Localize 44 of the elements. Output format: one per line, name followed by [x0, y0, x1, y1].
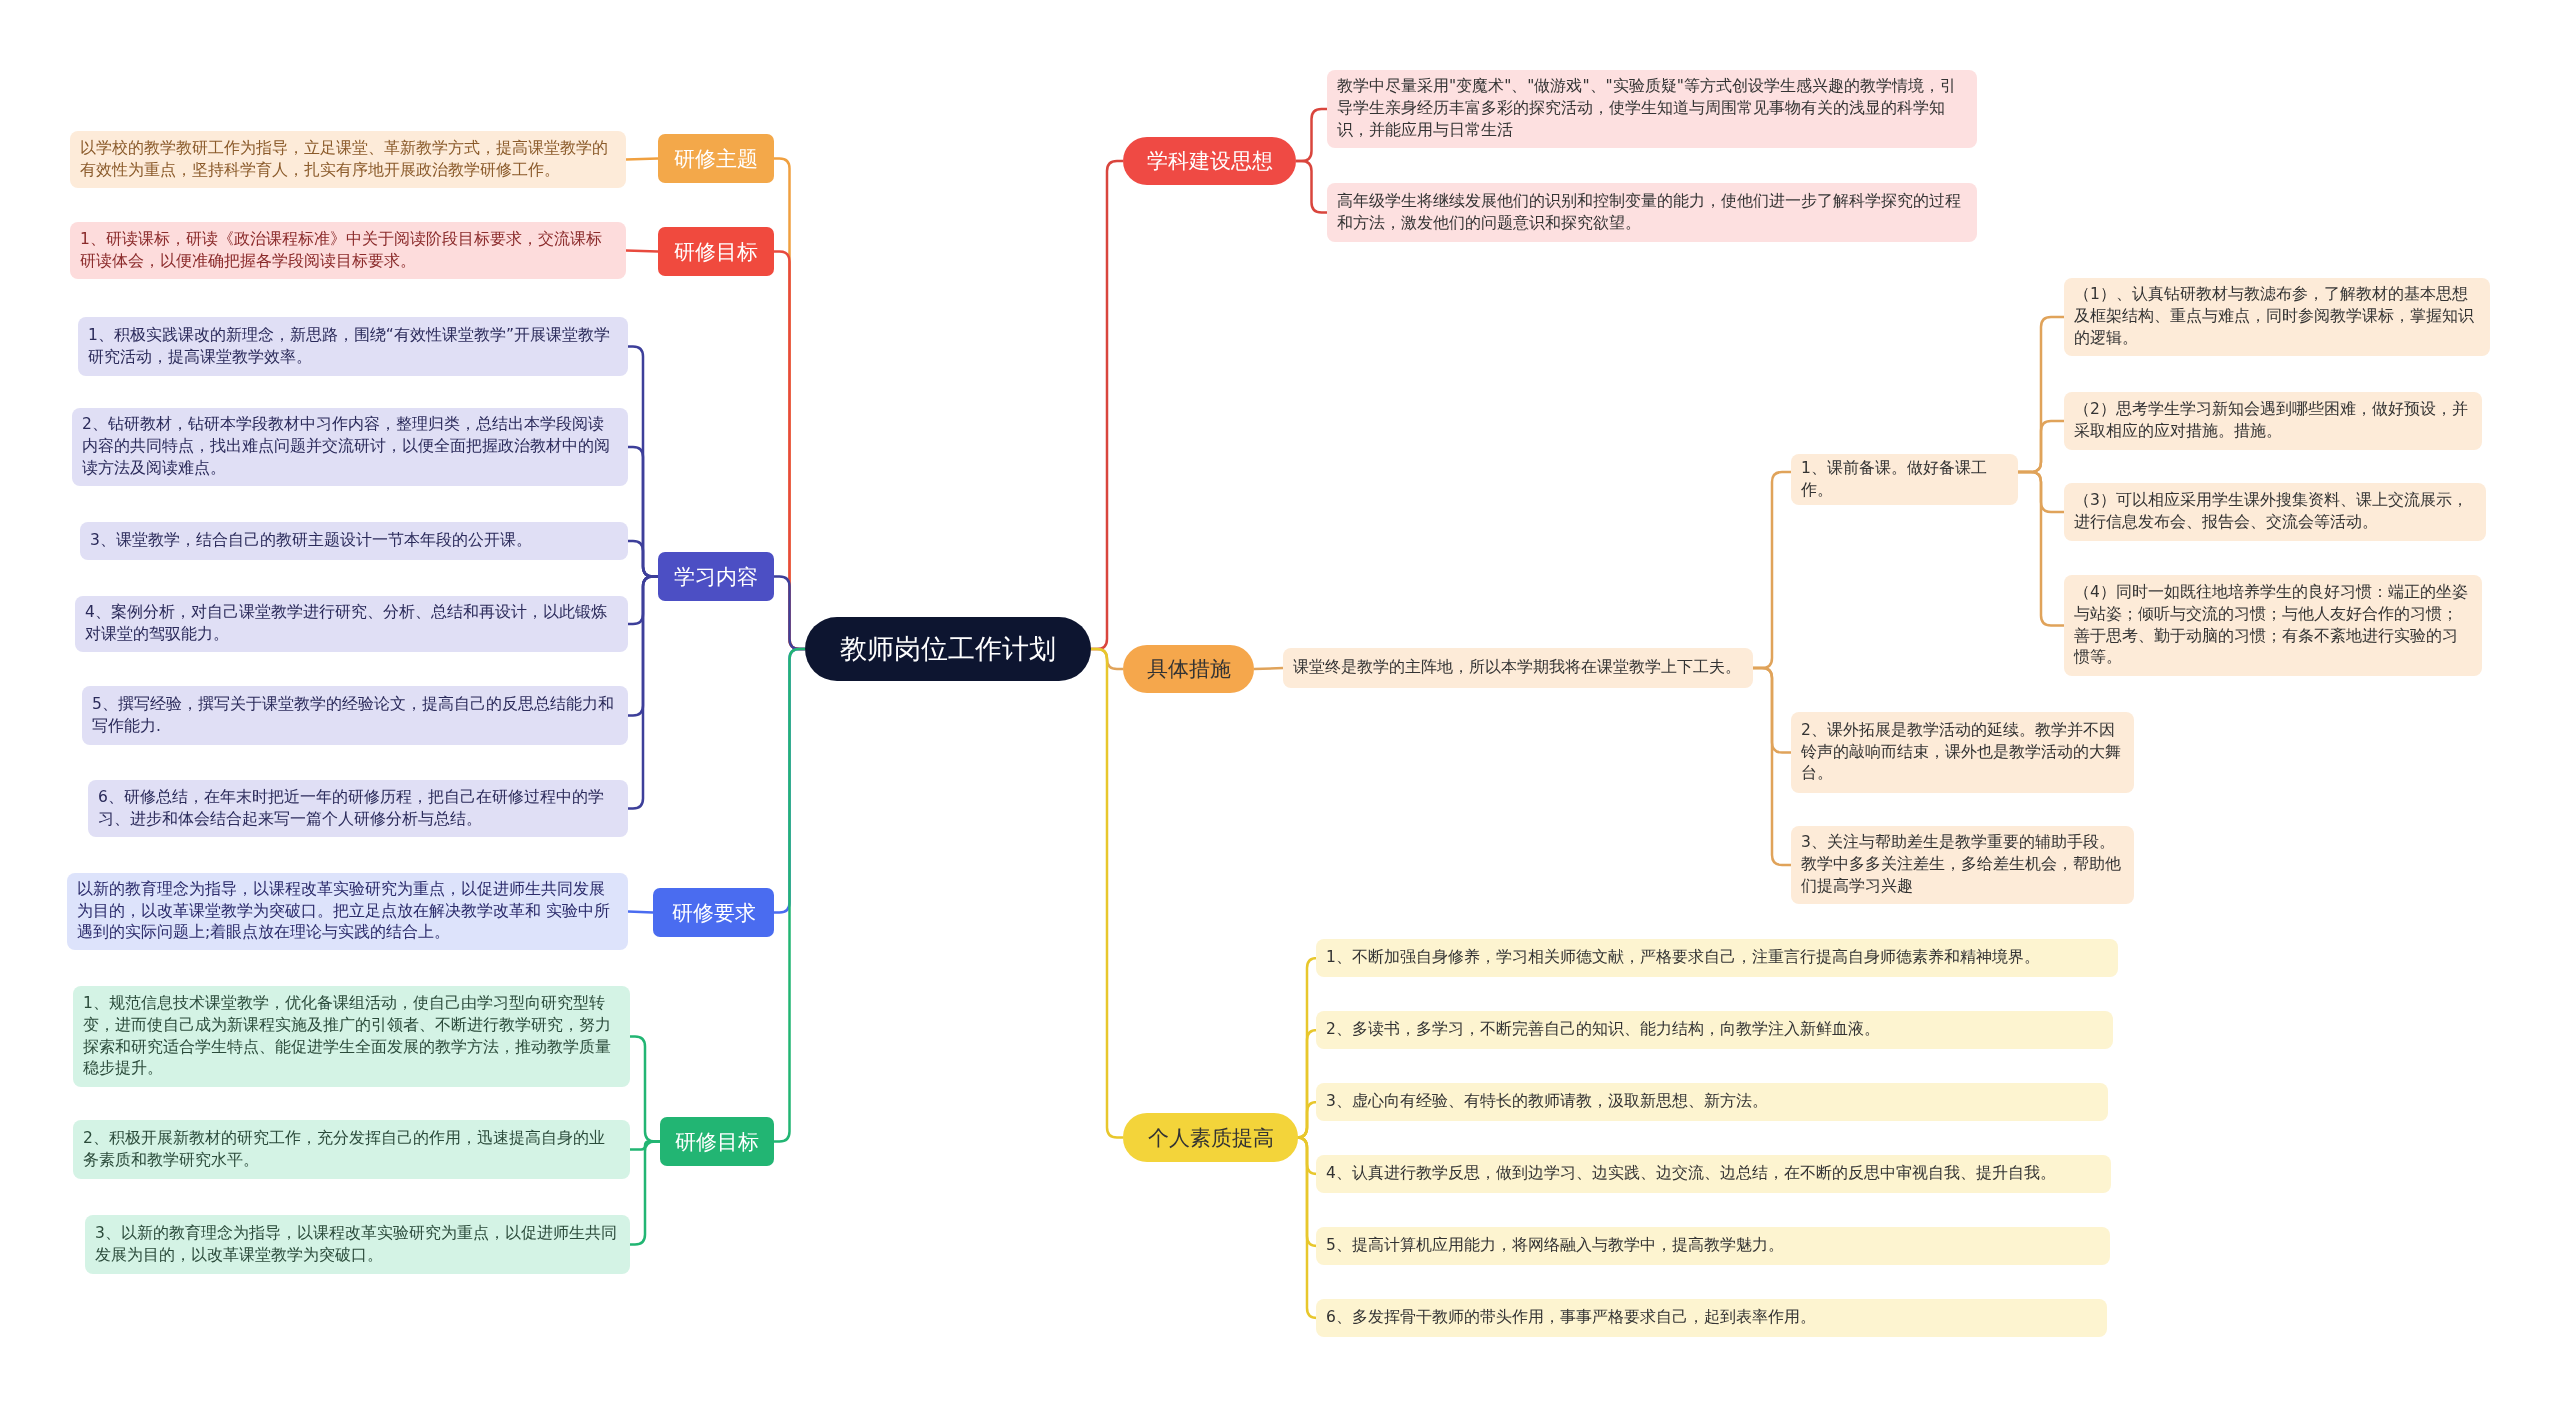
- text-card: 6、多发挥骨干教师的带头作用，事事严格要求自己，起到表率作用。: [1316, 1299, 2107, 1337]
- text-card: 3、关注与帮助差生是教学重要的辅助手段。教学中多多关注差生，多给差生机会，帮助他们提高学习兴趣: [1791, 826, 2134, 904]
- text-card: 以新的教育理念为指导，以课程改革实验研究为重点，以促进师生共同发展为目的，以改革课堂教学为突破口。把立足点放在解决教学改革和 实验中所遇到的实际问题上;着眼点放在理论与实践的结合上。: [67, 873, 628, 950]
- text-card: 课堂终是教学的主阵地，所以本学期我将在课堂教学上下工夫。: [1283, 648, 1753, 688]
- connector-line: [627, 910, 654, 914]
- text-card: （4）同时一如既往地培养学生的良好习惯：端正的坐姿与站姿；倾听与交流的习惯；与他人友好合作的习惯；善于思考、勤于动脑的习惯；有条不紊地进行实验的习惯等。: [2064, 575, 2482, 676]
- branch-topic: 个人素质提高: [1123, 1113, 1298, 1162]
- connector-line: [1091, 647, 1123, 1139]
- branch-topic: 学科建设思想: [1123, 137, 1296, 185]
- text-card: 1、不断加强自身修养，学习相关师德文献，严格要求自己，注重言行提高自身师德素养和精神境界。: [1316, 939, 2118, 977]
- text-card: 5、提高计算机应用能力，将网络融入与教学中，提高教学魅力。: [1316, 1227, 2110, 1265]
- text-card: （1）、认真钻研教材与教滤布参，了解教材的基本思想及框架结构、重点与难点，同时参阅教学课标，掌握知识的逻辑。: [2064, 278, 2490, 356]
- text-card: 3、虚心向有经验、有特长的教师请教，汲取新思想、新方法。: [1316, 1083, 2108, 1121]
- connector-line: [1753, 666, 1791, 867]
- branch-topic: 研修要求: [653, 888, 774, 937]
- text-card: 高年级学生将继续发展他们的识别和控制变量的能力，使他们进一步了解科学探究的过程和方法，激发他们的问题意识和探究欲望。: [1327, 183, 1977, 242]
- text-card: （2）思考学生学习新知会遇到哪些困难，做好预设，并采取相应的应对措施。措施。: [2064, 392, 2482, 450]
- text-card: 1、研读课标，研读《政治课程标准》中关于阅读阶段目标要求，交流课标研读体会，以便准确把握各学段阅读目标要求。: [70, 222, 626, 279]
- connector-line: [625, 157, 659, 161]
- connector-line: [625, 249, 659, 253]
- branch-topic: 研修目标: [658, 227, 774, 276]
- text-card: 4、案例分析，对自己课堂教学进行研究、分析、总结和再设计，以此锻炼对课堂的驾驭能力。: [75, 596, 628, 652]
- text-card: 5、撰写经验，撰写关于课堂教学的经验论文，提高自己的反思总结能力和写作能力.: [82, 686, 628, 745]
- text-card: 1、课前备课。做好备课工作。: [1791, 454, 2018, 506]
- text-card: 2、课外拓展是教学活动的延续。教学并不因铃声的敲响而结束，课外也是教学活动的大舞台。: [1791, 712, 2134, 793]
- text-card: 4、认真进行教学反思，做到边学习、边实践、边交流、边总结，在不断的反思中审视自我、提升自我。: [1316, 1155, 2111, 1193]
- text-card: 教学中尽量采用"变魔术"、"做游戏"、"实验质疑"等方式创设学生感兴趣的教学情境，引导学生亲身经历丰富多彩的探究活动，使学生知道与周围常见事物有关的浅显的科学知识，并能应用与日常生活: [1327, 70, 1977, 148]
- branch-topic: 学习内容: [658, 552, 774, 601]
- text-card: （3）可以相应采用学生课外搜集资料、课上交流展示，进行信息发布会、报告会、交流会等活动。: [2064, 483, 2486, 541]
- connector-line: [1253, 666, 1284, 671]
- central-topic: 教师岗位工作计划: [805, 617, 1091, 681]
- text-card: 6、研修总结，在年末时把近一年的研修历程，把自己在研修过程中的学习、进步和体会结合起来写一篇个人研修分析与总结。: [88, 780, 628, 837]
- connector-line: [2018, 470, 2064, 627]
- text-card: 1、规范信息技术课堂教学，优化备课组活动，使自己由学习型向研究型转变，进而使自己成为新课程实施及推广的引领者、不断进行教学研究，努力探索和研究适合学生特点、能促进学生全面发展的教学方法，推动教学质量稳步提升。: [73, 986, 630, 1087]
- text-card: 2、多读书，多学习，不断完善自己的知识、能力结构，向教学注入新鲜血液。: [1316, 1011, 2113, 1049]
- branch-topic: 研修目标: [660, 1117, 774, 1166]
- text-card: 以学校的教学教研工作为指导，立足课堂、革新教学方式，提高课堂教学的有效性为重点，坚持科学育人，扎实有序地开展政治教学研修工作。: [70, 131, 626, 188]
- text-card: 3、以新的教育理念为指导，以课程改革实验研究为重点，以促进师生共同发展为目的，以改革课堂教学为突破口。: [85, 1215, 630, 1274]
- text-card: 2、钻研教材，钻研本学段教材中习作内容，整理归类，总结出本学段阅读内容的共同特点，找出难点问题并交流研讨，以便全面把握政治教材中的阅读方法及阅读难点。: [72, 408, 628, 486]
- text-card: 3、课堂教学，结合自己的教研主题设计一节本年段的公开课。: [80, 522, 628, 560]
- branch-topic: 研修主题: [658, 134, 774, 183]
- branch-topic: 具体措施: [1123, 645, 1254, 693]
- text-card: 1、积极实践课改的新理念，新思路，围绕“有效性课堂教学”开展课堂教学研究活动，提高课堂教学效率。: [78, 317, 628, 376]
- text-card: 2、积极开展新教材的研究工作，充分发挥自己的作用，迅速提高自身的业务素质和教学研究水平。: [73, 1120, 630, 1179]
